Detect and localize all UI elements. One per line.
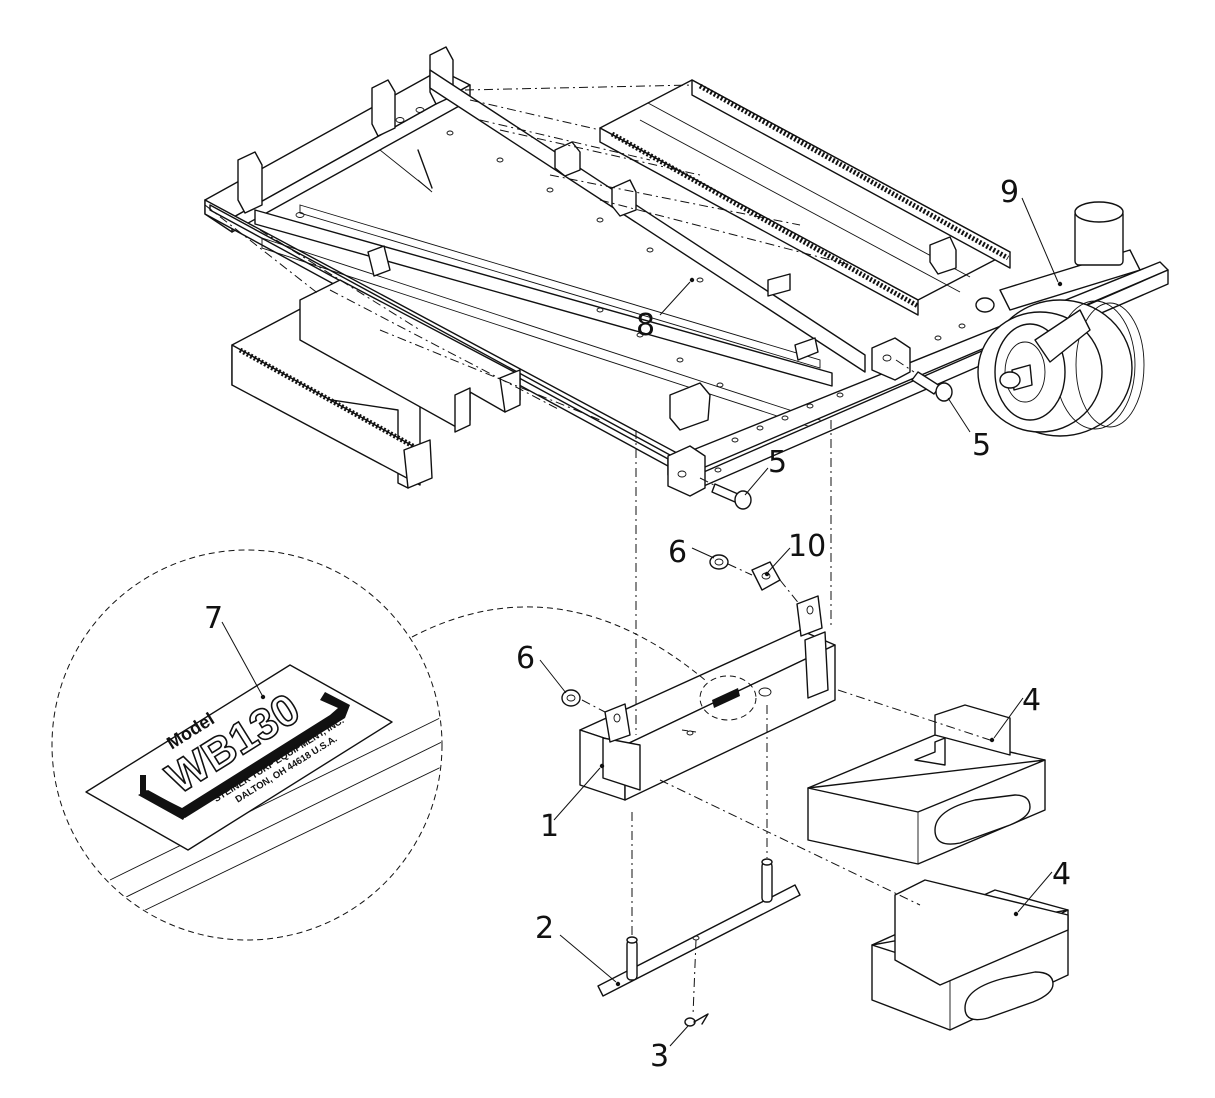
callout-6b: 6 bbox=[516, 641, 567, 694]
suitcase-weight-lower bbox=[871, 879, 1069, 1031]
callout-7: 7 bbox=[204, 601, 266, 700]
callout-label: 5 bbox=[972, 428, 991, 463]
callout-2: 2 bbox=[535, 911, 621, 987]
callout-label: 4 bbox=[1022, 683, 1041, 718]
callout-8: 8 bbox=[636, 277, 695, 343]
caster-wheel bbox=[975, 201, 1145, 437]
plate-part-10 bbox=[751, 561, 781, 591]
callout-label: 9 bbox=[1000, 175, 1019, 210]
nut-part-6-lower bbox=[561, 689, 581, 707]
callout-label: 7 bbox=[204, 601, 223, 636]
callout-1: 1 bbox=[540, 763, 605, 844]
base-plate bbox=[597, 858, 801, 997]
frame-holes bbox=[295, 107, 966, 478]
assembly-lines bbox=[204, 84, 991, 1016]
callout-label: 6 bbox=[516, 641, 535, 676]
nut-part-6-upper bbox=[709, 554, 729, 570]
callout-4b: 4 bbox=[1013, 857, 1071, 917]
model-decal: Model WB130 STEINER TURF EQUIPMENT, INC.… bbox=[85, 664, 393, 851]
callout-5b: 5 bbox=[947, 397, 991, 463]
callout-label: 4 bbox=[1052, 857, 1071, 892]
bolt-part-5-left bbox=[711, 483, 752, 510]
suitcase-weight-upper bbox=[807, 704, 1046, 865]
callout-6a: 6 bbox=[668, 535, 715, 570]
callout-label: 2 bbox=[535, 911, 554, 946]
callout-label: 8 bbox=[636, 308, 655, 343]
callout-label: 3 bbox=[650, 1039, 669, 1074]
weight-bracket bbox=[579, 595, 836, 801]
detail-view-circle bbox=[51, 549, 706, 941]
bolt-part-5-right bbox=[911, 371, 953, 402]
hairpin-clip bbox=[684, 1013, 709, 1027]
callout-label: 6 bbox=[668, 535, 687, 570]
callout-4a: 4 bbox=[989, 683, 1041, 743]
callout-3: 3 bbox=[650, 1025, 689, 1074]
callout-label: 5 bbox=[768, 445, 787, 480]
callout-10: 10 bbox=[764, 529, 826, 577]
callout-label: 10 bbox=[788, 529, 826, 564]
callout-9: 9 bbox=[1000, 175, 1063, 287]
callout-label: 1 bbox=[540, 809, 559, 844]
callout-5a: 5 bbox=[744, 445, 787, 496]
